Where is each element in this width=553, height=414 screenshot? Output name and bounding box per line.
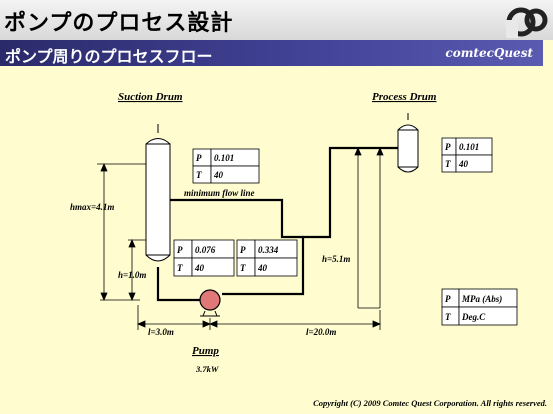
page-subtitle: ポンプ周りのプロセスフロー (5, 47, 213, 66)
process-param-name: T (445, 159, 451, 169)
page-title: ポンプのプロセス設計 (4, 11, 234, 36)
suction-param-name: T (196, 170, 202, 180)
pump_in-param-value: 0.076 (195, 245, 216, 255)
legend-table-cell (458, 306, 518, 326)
company-logo-icon (506, 7, 548, 38)
subtitle-bar: ポンプ周りのプロセスフロー comtecQuest (0, 40, 543, 66)
suction-param-name: P (196, 153, 202, 163)
legend-param-value: MPa (Abs) (461, 294, 502, 304)
pump_out-param-value: 0.334 (258, 245, 279, 255)
pump-label: Pump (192, 345, 219, 357)
pump_in-param-name: T (177, 263, 183, 273)
process-param-value: 0.101 (459, 142, 479, 152)
discharge-line (222, 146, 398, 296)
suction-drum-label: Suction Drum (118, 91, 183, 103)
suction-drum-vessel (145, 138, 171, 262)
l-discharge-label: l=20.0m (306, 327, 336, 337)
hmax-label: hmax=4.1m (70, 202, 114, 212)
process-param-name: P (445, 142, 451, 152)
pump_out-param-name: T (240, 263, 246, 273)
l-suction-label: l=3.0m (148, 327, 174, 337)
legend-param-name: P (445, 294, 451, 304)
process-drum-label: Process Drum (372, 91, 437, 103)
minimum-flow-label: minimum flow line (184, 188, 255, 198)
suction-table-cell (210, 165, 260, 184)
pump_in-table-cell (191, 257, 235, 277)
brand-name: comtecQuest (445, 46, 533, 60)
minimum-flow-line (170, 198, 303, 239)
legend-param-name: T (445, 312, 451, 322)
h-suction-label: h=1.0m (118, 270, 146, 280)
pump-power-label: 3.7kW (195, 364, 220, 374)
pump_in-param-value: 40 (194, 263, 205, 273)
suction-line (156, 267, 200, 302)
pump_in-param-name: P (177, 245, 183, 255)
pump-symbol (199, 289, 221, 317)
pump_out-param-name: P (240, 245, 246, 255)
pump_out-table-cell (254, 257, 298, 277)
process-drum-vessel (397, 124, 419, 173)
h-discharge-label: h=5.1m (322, 254, 350, 264)
suction-param-value: 40 (213, 170, 224, 180)
title-bar: ポンプのプロセス設計 (0, 0, 553, 40)
process-table-cell (455, 154, 493, 173)
legend-param-value: Deg.C (461, 312, 486, 322)
process-param-value: 40 (458, 159, 469, 169)
copyright-text: Copyright (C) 2009 Comtec Quest Corporat… (313, 398, 547, 408)
pump_out-param-value: 40 (257, 263, 268, 273)
suction-param-value: 0.101 (214, 153, 234, 163)
